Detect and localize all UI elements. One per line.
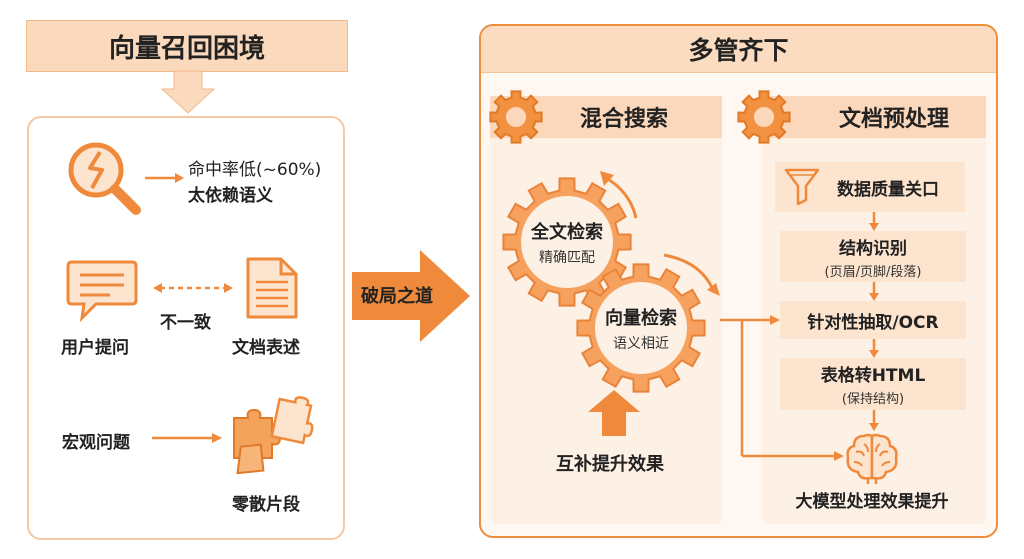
breakthrough-arrow: [352, 250, 470, 342]
hybrid-search-title: 混合搜索: [579, 107, 668, 132]
llm-improvement-label: 大模型处理效果提升: [795, 491, 949, 512]
chat-bubble-icon: [66, 260, 138, 323]
macro-question-label: 宏观问题: [62, 433, 130, 453]
step-structure-recognition: 结构识别 (页眉/页脚/段落): [780, 231, 966, 282]
step-targeted-extraction: 针对性抽取/OCR: [780, 301, 966, 339]
user-question-label: 用户提问: [61, 338, 129, 358]
right-title: 多管齐下: [688, 36, 789, 65]
right-title-banner: 多管齐下: [481, 26, 996, 73]
fulltext-search-title: 全文检索: [531, 221, 603, 243]
complementary-label: 互补提升效果: [556, 454, 664, 475]
step-table-to-html: 表格转HTML (保持结构): [780, 358, 966, 410]
step-title: 数据质量关口: [837, 179, 939, 200]
fulltext-search-subtitle: 精确匹配: [539, 249, 595, 266]
problem1-line1: 命中率低(~60%): [188, 160, 322, 180]
left-title-banner: 向量召回困境: [26, 20, 348, 72]
vector-search-title: 向量检索: [605, 307, 677, 329]
vector-search-label: 向量检索 语义相近: [589, 298, 693, 358]
up-arrow-icon: [588, 390, 640, 436]
step-subtitle: (保持结构): [841, 392, 905, 407]
step-title: 结构识别: [839, 238, 907, 259]
preprocess-title: 文档预处理: [838, 107, 949, 132]
puzzle-pieces-icon: [233, 396, 314, 475]
brain-icon: [846, 433, 898, 484]
document-icon: [246, 257, 298, 319]
problems-panel: [27, 116, 345, 540]
step-title: 针对性抽取/OCR: [807, 312, 939, 333]
vector-search-gear: [576, 263, 706, 393]
fulltext-search-gear: [502, 177, 632, 307]
problem1-line2: 太依赖语义: [188, 186, 273, 206]
double-dashed-arrow-icon: [153, 283, 233, 293]
preprocess-gear-icon: [737, 90, 791, 144]
vector-search-subtitle: 语义相近: [613, 335, 669, 352]
left-title: 向量召回困境: [108, 33, 265, 64]
arrow-icon: [145, 173, 184, 183]
preprocess-title-bar: 文档预处理: [762, 96, 986, 138]
broken-search-icon: [68, 142, 141, 215]
hybrid-search-gear-icon: [489, 90, 543, 144]
step-subtitle: (页眉/页脚/段落): [824, 264, 922, 280]
breakthrough-label: 破局之道: [361, 286, 433, 307]
fulltext-search-label: 全文检索 精确匹配: [515, 212, 619, 272]
inconsistent-label: 不一致: [160, 313, 211, 333]
arrow-icon: [152, 433, 222, 443]
funnel-icon: [784, 168, 820, 206]
scattered-fragments-label: 零散片段: [232, 495, 300, 515]
down-arrow-icon: [160, 70, 216, 114]
document-statement-label: 文档表述: [232, 338, 300, 358]
step-title: 表格转HTML: [820, 366, 926, 386]
